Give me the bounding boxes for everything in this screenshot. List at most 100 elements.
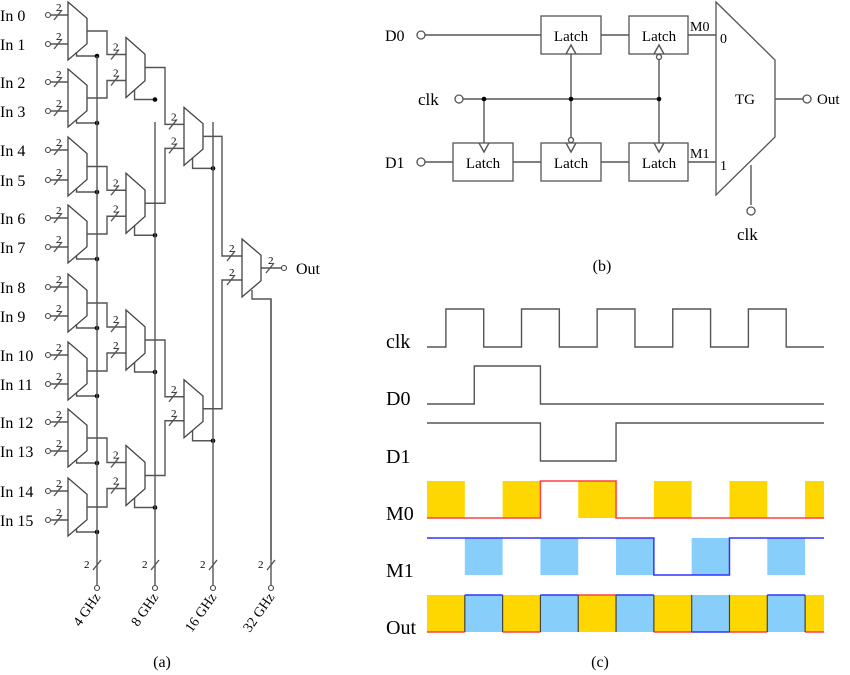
bus-slash <box>53 105 63 117</box>
bus-width-label: 2 <box>56 98 62 110</box>
svg-text:TG: TG <box>735 92 755 108</box>
panel-b-mux-circuit: D0 D1 clk Out clk M0 M1 Latch Latch Latc… <box>385 0 840 275</box>
bus-slash <box>110 457 120 468</box>
select-wire <box>133 496 155 509</box>
m0-sample-block <box>578 481 617 518</box>
input-label-2: In 2 <box>0 75 25 92</box>
bus-slash <box>53 445 63 457</box>
d1-label: D1 <box>385 155 405 172</box>
bus-slash <box>110 483 120 494</box>
bus-slash <box>53 212 63 224</box>
select-wire <box>75 458 97 464</box>
svg-text:0: 0 <box>720 32 727 47</box>
bus-slash <box>53 349 63 361</box>
data-wire <box>87 487 126 508</box>
trace-clk <box>427 308 824 348</box>
bus-slash <box>168 391 178 403</box>
out-d1-block <box>540 595 579 632</box>
mux-body <box>67 407 88 469</box>
mux-body <box>183 378 204 440</box>
sel-terminal <box>746 206 756 216</box>
input-label-8: In 8 <box>0 280 25 297</box>
input-label-4: In 4 <box>0 143 25 160</box>
caption-a: (a) <box>153 654 171 671</box>
clock-terminal <box>267 584 275 592</box>
bus-slash <box>226 250 236 262</box>
bus-width-label: 2 <box>56 167 62 179</box>
mux-body <box>125 308 146 372</box>
input-label-0: In 0 <box>0 8 25 25</box>
bus-slash <box>53 485 63 497</box>
bus-width-label: 2 <box>258 559 264 571</box>
bus-width-label: 2 <box>113 450 119 462</box>
latch-d1-2: Latch <box>540 136 602 182</box>
bus-slash <box>266 559 276 571</box>
mux-body <box>67 476 88 538</box>
m1-sample-block <box>464 538 503 575</box>
bus-slash <box>110 184 120 196</box>
input-terminal <box>44 283 52 291</box>
signal-label-m1: M1 <box>386 560 414 582</box>
bus-width-label: 2 <box>113 203 119 215</box>
bus-width-label: 2 <box>56 438 62 450</box>
clock-terminal <box>151 584 159 592</box>
out-terminal <box>802 94 812 104</box>
latch-d0-2: Latch <box>628 15 689 61</box>
bus-slash <box>168 415 178 427</box>
input-label-5: In 5 <box>0 173 25 190</box>
out-d1-block <box>691 595 730 632</box>
caption-c: (c) <box>591 654 609 671</box>
svg-text:1: 1 <box>720 159 727 174</box>
bus-slash <box>168 142 178 154</box>
clock-label-1: 8 GHz <box>129 591 162 630</box>
output-terminal <box>280 264 288 272</box>
bus-width-label: 2 <box>56 234 62 246</box>
bus-slash <box>208 559 218 571</box>
bus-width-label: 2 <box>56 31 62 43</box>
bus-width-label: 2 <box>56 342 62 354</box>
latch-d0-1: Latch <box>540 15 602 55</box>
bus-width-label: 2 <box>142 559 148 571</box>
bus-width-label: 2 <box>200 559 206 571</box>
clk-label: clk <box>418 90 439 109</box>
data-wire <box>203 279 242 410</box>
select-bus-2: 216 GHz <box>183 122 220 635</box>
input-terminal <box>44 78 52 86</box>
select-wire <box>133 360 155 373</box>
bus-width-label: 2 <box>113 177 119 189</box>
input-terminal <box>44 351 52 359</box>
clock-terminal <box>209 584 217 592</box>
bus-slash <box>53 38 63 50</box>
m1-sample-block <box>691 538 730 575</box>
select-wire <box>191 156 213 170</box>
d0-label: D0 <box>385 28 405 45</box>
select-wire <box>133 224 155 236</box>
tg-mux: TG 0 1 <box>715 0 776 197</box>
input-terminal <box>44 40 52 48</box>
select-wire <box>75 51 97 57</box>
select-wire <box>75 323 97 329</box>
bus-width-label: 2 <box>56 137 62 149</box>
bus-width-label: 2 <box>56 409 62 421</box>
bus-width-label: 2 <box>113 68 119 80</box>
input-label-7: In 7 <box>0 240 25 257</box>
select-bus-3: 232 GHz <box>241 299 278 635</box>
data-wire <box>203 135 242 257</box>
m0-sample-block <box>427 481 465 518</box>
clock-terminal <box>93 584 101 592</box>
input-terminal <box>44 107 52 115</box>
bus-slash <box>53 174 63 186</box>
m1-sample-block <box>767 538 806 575</box>
bus-slash <box>110 75 120 86</box>
out-label: Out <box>817 92 840 108</box>
mux-body <box>67 67 88 129</box>
bus-width-label: 2 <box>113 476 119 488</box>
data-wire <box>87 30 126 56</box>
bus-width-label: 2 <box>56 2 62 14</box>
input-terminal <box>44 516 52 524</box>
sel-label: clk <box>737 225 758 244</box>
